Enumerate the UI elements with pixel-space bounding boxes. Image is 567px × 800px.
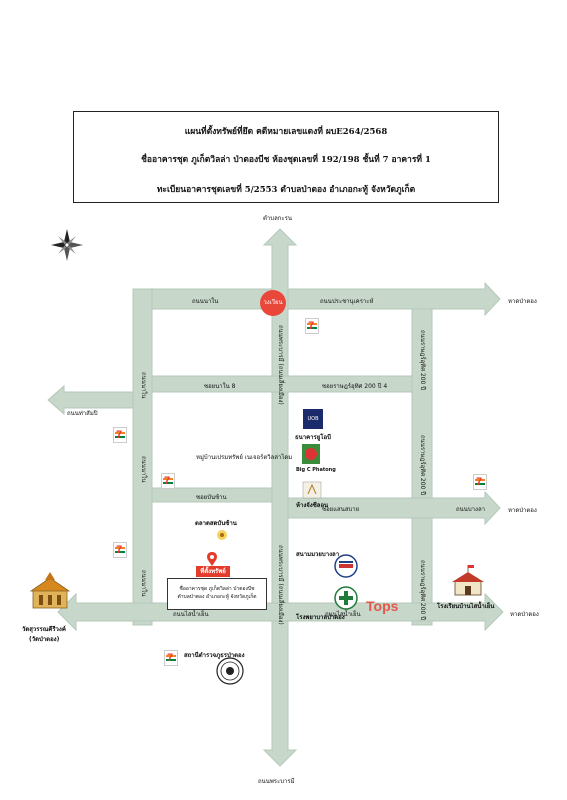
road-bangla-label: ถนนบางลา [456,506,485,513]
road-nanai-vertical [132,288,153,626]
road-rat200-3-label: ถนนราษฎร์อุทิศ 200 ปี [419,560,426,621]
direction-west-label: ถนนท่าสัมปิ [67,410,98,417]
road-soi-banchan [151,487,273,503]
property-callout: ชื่ออาคารชุด ภูเก็ตวิลล่า ป่าตองบีช ตำบล… [167,578,267,610]
seven-eleven-icon: 7 [473,474,487,490]
location-pin-icon [207,552,217,566]
target-property-marker: ที่ตั้งทรัพย์ [196,566,230,577]
road-phrabaramee [262,228,298,767]
seven-eleven-icon: 7 [164,650,178,666]
bigc-logo-icon [302,444,320,464]
direction-north-label: ตำบลกะรน [263,215,292,222]
road-rat200-1-label: ถนนราษฎร์อุทิศ 200 ปี [419,330,426,391]
title-line-2: ชื่ออาคารชุด ภูเก็ตวิลล่า ป่าตองบีช ห้อง… [141,155,431,165]
uob-logo-icon: UOB [303,409,323,429]
road-soi-rat200-4-label: ซอยราษฎร์อุทิศ 200 ปี 4 [322,383,388,390]
school-icon [452,565,484,596]
seven-eleven-icon: 7 [113,542,127,558]
road-sainamyen-left-label: ถนนไสน้ำเย็น [173,611,209,618]
road-rat200-2-label: ถนนราษฎร์อุทิศ 200 ปี [419,435,426,496]
road-nanai-top [132,281,501,317]
road-rat200 [411,308,433,626]
title-line-3: ทะเบียนอาคารชุดเลขที่ 5/2553 ตำบลป่าตอง … [156,185,416,195]
police-station-label: สถานีตำรวจภูธรป่าตอง [184,652,245,659]
title-line-1: แผนที่ตั้งทรัพย์ที่ยึด คดีหมายเลขแดงที่ … [184,127,388,137]
stadium-seal-icon [334,554,358,578]
jungceylon-label: ห้างจังซีลอน [296,502,329,509]
direction-east-mid-label: หาดป่าตอง [508,507,537,514]
road-soi-banchan-label: ซอยบันซ้าน [196,494,227,501]
seven-eleven-icon: 7 [305,318,319,334]
temple-sub-label: (วัดป่าตอง) [29,636,60,643]
jungceylon-logo-icon [302,481,322,499]
callout-line-2: ตำบลป่าตอง อำเภอกะทู้ จังหวัดภูเก็ต [177,594,257,600]
direction-east-top-label: หาดป่าตอง [508,298,537,305]
school-label: โรงเรียนบ้านไสน้ำเย็น [437,603,495,610]
title-box: แผนที่ตั้งทรัพย์ที่ยึด คดีหมายเลขแดงที่ … [73,111,499,203]
road-phrabaramee-2-label: ถนนพระบารมี (ถนนเลี่ยงเมือง) [277,545,284,625]
bigc-label: Big C Phatong [296,467,336,473]
uob-bank-label: ธนาคารยูโอบี [295,434,331,441]
village-label: หมู่บ้านเปรมทรัพย์ เนเจอร์ตวิลล่าไดม [196,454,293,461]
road-soi-nanai8 [151,375,413,393]
road-thasampi [47,384,134,416]
road-nanai-top-label: ถนนนาใน [192,298,219,305]
tops-logo: Tops [366,598,399,614]
compass-icon [51,229,83,261]
road-prachanukroh-label: ถนนประชานุเคราะห์ [320,298,374,305]
seven-eleven-icon: 7 [113,427,127,443]
road-soi-nanai8-label: ซอยนาใน 8 [204,383,236,390]
road-nanai-v1-label: ถนนนาใน [140,372,147,399]
market-label: ตลาดสดบันซ้าน [195,520,237,527]
stadium-label: สนามมวยบางลา [296,551,340,558]
road-bangla [287,490,501,526]
road-soi-saensabai-label: ซอยแสนสบาย [322,506,360,513]
road-nanai-v3-label: ถนนนาใน [140,570,147,597]
road-sainamyen-right-label: ถนนไสน้ำเย็น [325,611,361,618]
temple-label: วัดสุวรรณคีรีวงค์ [22,626,66,633]
roundabout-marker: วงเวียน [260,290,286,316]
seven-eleven-icon: 7 [161,473,175,489]
hospital-seal-icon [334,586,358,610]
direction-south-label: ถนนพระบารมี [258,778,295,785]
road-phrabaramee-label: ถนนพระบารมี (ถนนเลี่ยงเมือง) [277,325,284,405]
road-nanai-v2-label: ถนนนาใน [140,456,147,483]
callout-line-1: ชื่ออาคารชุด ภูเก็ตวิลล่า ป่าตองบีช [179,586,255,592]
police-seal-icon [216,657,244,685]
direction-east-bottom-label: หาดป่าตอง [510,611,539,618]
market-icon [217,530,227,540]
hospital-label: โรงพยาบาลป่าตอง [296,614,345,621]
temple-icon [29,572,71,609]
